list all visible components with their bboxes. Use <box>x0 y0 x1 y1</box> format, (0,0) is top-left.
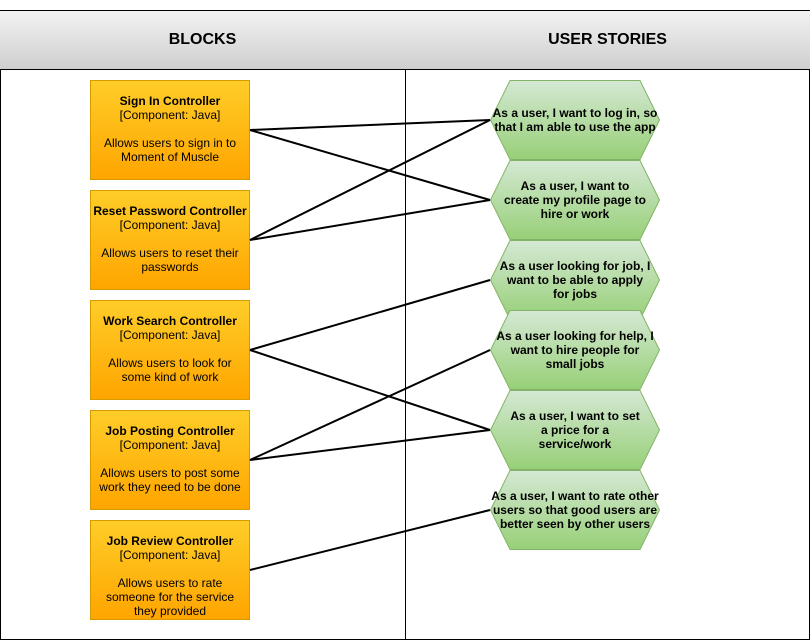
block-sign-in-controller[interactable]: Sign In Controller [Component: Java] All… <box>90 80 250 180</box>
block-title: Job Review Controller <box>106 534 234 548</box>
story-apply-for-jobs[interactable]: As a user looking for job, I want to be … <box>490 240 660 320</box>
block-description: Allows users to reset their passwords <box>101 246 239 274</box>
block-title: Reset Password Controller <box>93 204 247 218</box>
connector-line <box>249 349 491 431</box>
connector-line <box>249 119 491 131</box>
block-title: Job Posting Controller <box>105 424 235 438</box>
hexagon-shape <box>490 80 660 160</box>
block-description: Allows users to sign in to Moment of Mus… <box>103 136 237 164</box>
story-rate-users[interactable]: As a user, I want to rate other users so… <box>490 470 660 550</box>
block-description: Allows users to rate someone for the ser… <box>105 576 235 618</box>
column-divider <box>405 70 406 640</box>
connector-line <box>249 119 491 241</box>
block-reset-password-controller[interactable]: Reset Password Controller [Component: Ja… <box>90 190 250 290</box>
block-title: Sign In Controller <box>119 94 221 108</box>
hexagon-shape <box>490 160 660 240</box>
connector-line <box>249 199 491 241</box>
blocks-column-title: BLOCKS <box>168 31 237 48</box>
block-component: [Component: Java] <box>119 548 221 562</box>
story-text: As a user, I want to log in, so that I a… <box>492 106 658 134</box>
story-create-profile[interactable]: As a user, I want to create my profile p… <box>490 160 660 240</box>
story-text: As a user, I want to rate other users so… <box>491 489 659 531</box>
block-work-search-controller[interactable]: Work Search Controller [Component: Java]… <box>90 300 250 400</box>
story-text: As a user, I want to set a price for a s… <box>510 409 640 451</box>
connector-line <box>249 279 491 351</box>
block-description: Allows users to look for some kind of wo… <box>108 356 232 384</box>
connector-line <box>249 349 491 461</box>
block-job-review-controller[interactable]: Job Review Controller [Component: Java] … <box>90 520 250 620</box>
block-component: [Component: Java] <box>119 328 221 342</box>
hexagon-shape <box>490 390 660 470</box>
story-text: As a user, I want to create my profile p… <box>503 179 647 221</box>
block-component: [Component: Java] <box>119 438 221 452</box>
connector-line <box>249 429 491 461</box>
story-hire-people[interactable]: As a user looking for help, I want to hi… <box>490 310 660 390</box>
connector-line <box>249 129 491 201</box>
block-job-posting-controller[interactable]: Job Posting Controller [Component: Java]… <box>90 410 250 510</box>
connector-line <box>249 509 491 571</box>
story-text: As a user looking for job, I want to be … <box>499 259 651 301</box>
header-bar: BLOCKS USER STORIES <box>0 11 810 70</box>
user-stories-column-title: USER STORIES <box>548 31 667 48</box>
story-log-in[interactable]: As a user, I want to log in, so that I a… <box>490 80 660 160</box>
story-text: As a user looking for help, I want to hi… <box>496 329 654 371</box>
block-description: Allows users to post some work they need… <box>99 466 241 494</box>
block-title: Work Search Controller <box>103 314 237 328</box>
block-component: [Component: Java] <box>119 218 221 232</box>
hexagon-shape <box>490 470 660 550</box>
story-set-price[interactable]: As a user, I want to set a price for a s… <box>490 390 660 470</box>
block-component: [Component: Java] <box>119 108 221 122</box>
hexagon-shape <box>490 310 660 390</box>
